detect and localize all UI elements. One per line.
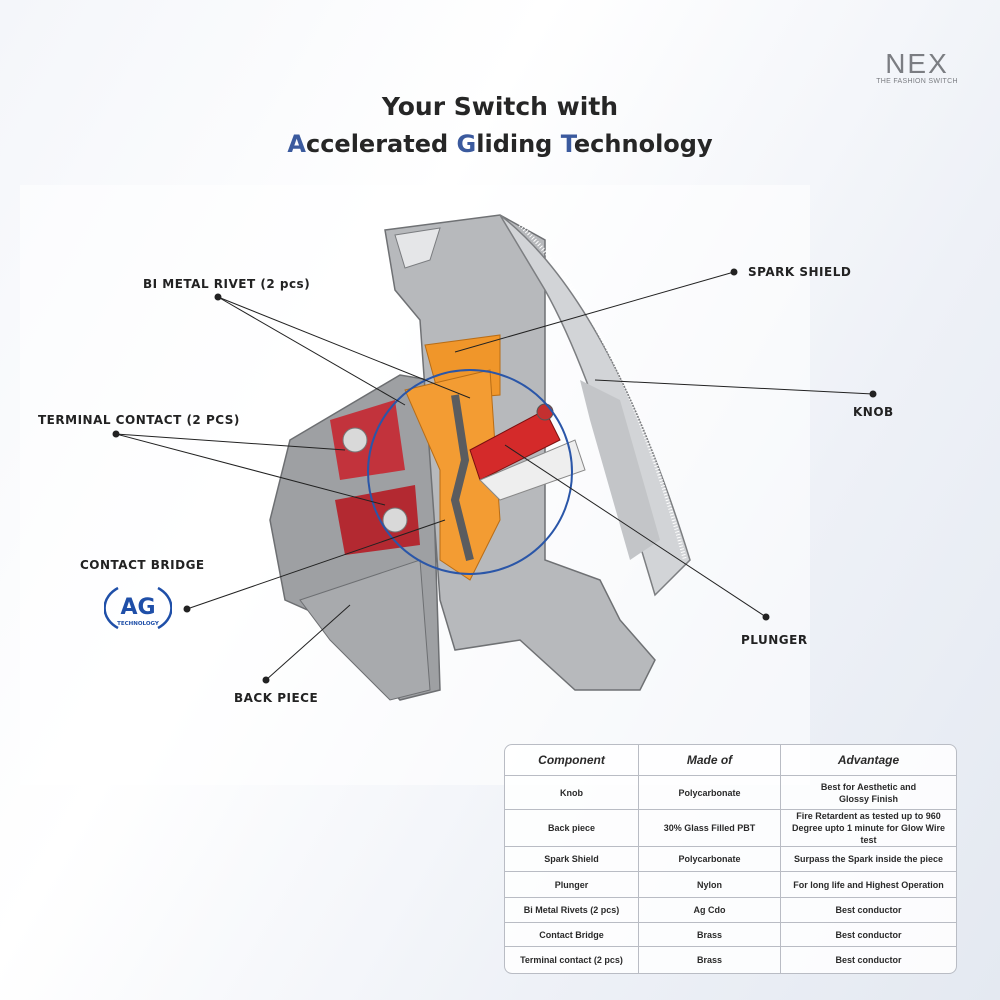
title-accent-g: G bbox=[456, 130, 477, 158]
cell: Brass bbox=[639, 923, 781, 947]
label-bi-metal-rivet: BI METAL RIVET (2 pcs) bbox=[143, 277, 311, 291]
cell: Terminal contact (2 pcs) bbox=[505, 947, 639, 973]
ag-logo-letters: AG bbox=[120, 595, 155, 620]
highlight-circle bbox=[367, 369, 573, 575]
leader-lines bbox=[112, 268, 877, 684]
cell: Spark Shield bbox=[505, 847, 639, 872]
cell: Surpass the Spark inside the piece bbox=[781, 847, 956, 872]
title-line-1: Your Switch with bbox=[381, 92, 619, 121]
terminal-contacts bbox=[330, 400, 420, 555]
cell: Best conductor bbox=[781, 898, 956, 923]
title-word: ccelerated bbox=[305, 130, 457, 158]
header-made-of: Made of bbox=[639, 745, 781, 776]
ag-technology-logo: AG TECHNOLOGY bbox=[103, 582, 173, 634]
cell: Back piece bbox=[505, 810, 639, 847]
plunger bbox=[469, 403, 586, 501]
brand-name: NEX bbox=[885, 48, 949, 79]
cell: Contact Bridge bbox=[505, 923, 639, 947]
label-plunger: PLUNGER bbox=[741, 633, 808, 647]
cell: Knob bbox=[505, 776, 639, 810]
table-header-row: Component Made of Advantage bbox=[505, 745, 956, 776]
cell: Bi Metal Rivets (2 pcs) bbox=[505, 898, 639, 923]
title-word: echnology bbox=[573, 130, 713, 158]
label-terminal-contact: TERMINAL CONTACT (2 PCS) bbox=[38, 413, 240, 427]
cell: Best conductor bbox=[781, 923, 956, 947]
cell: Best for Aesthetic and Glossy Finish bbox=[781, 776, 956, 810]
cell: Nylon bbox=[639, 872, 781, 898]
header-component: Component bbox=[505, 745, 639, 776]
cell: Polycarbonate bbox=[639, 776, 781, 810]
cell: For long life and Highest Operation bbox=[781, 872, 956, 898]
nex-logo: NEX THE FASHION SWITCH bbox=[872, 48, 962, 86]
label-contact-bridge: CONTACT BRIDGE bbox=[80, 558, 205, 572]
header-advantage: Advantage bbox=[781, 745, 956, 776]
ag-logo-text: TECHNOLOGY bbox=[117, 621, 160, 627]
cell: Plunger bbox=[505, 872, 639, 898]
cell: Best conductor bbox=[835, 955, 902, 965]
contact-bridge bbox=[404, 369, 501, 581]
label-spark-shield: SPARK SHIELD bbox=[748, 265, 852, 279]
cell: 30% Glass Filled PBT bbox=[639, 810, 781, 847]
title-accent-a: A bbox=[287, 130, 306, 158]
label-knob: KNOB bbox=[853, 405, 894, 419]
title-word: liding bbox=[476, 130, 561, 158]
cell: Polycarbonate bbox=[639, 847, 781, 872]
cell: Ag Cdo bbox=[639, 898, 781, 923]
title-accent-t: T bbox=[560, 130, 574, 158]
cell: Fire Retardent as tested up to 960 Degre… bbox=[781, 810, 956, 847]
cell: Brass bbox=[639, 947, 781, 973]
table-row: Terminal contact (2 pcs)Brass Best conduc… bbox=[505, 947, 956, 973]
brand-tagline: THE FASHION SWITCH bbox=[876, 78, 958, 85]
title-line-2: Accelerated Gliding Technology bbox=[0, 130, 1000, 158]
knob bbox=[499, 214, 691, 597]
label-back-piece: BACK PIECE bbox=[234, 691, 319, 705]
